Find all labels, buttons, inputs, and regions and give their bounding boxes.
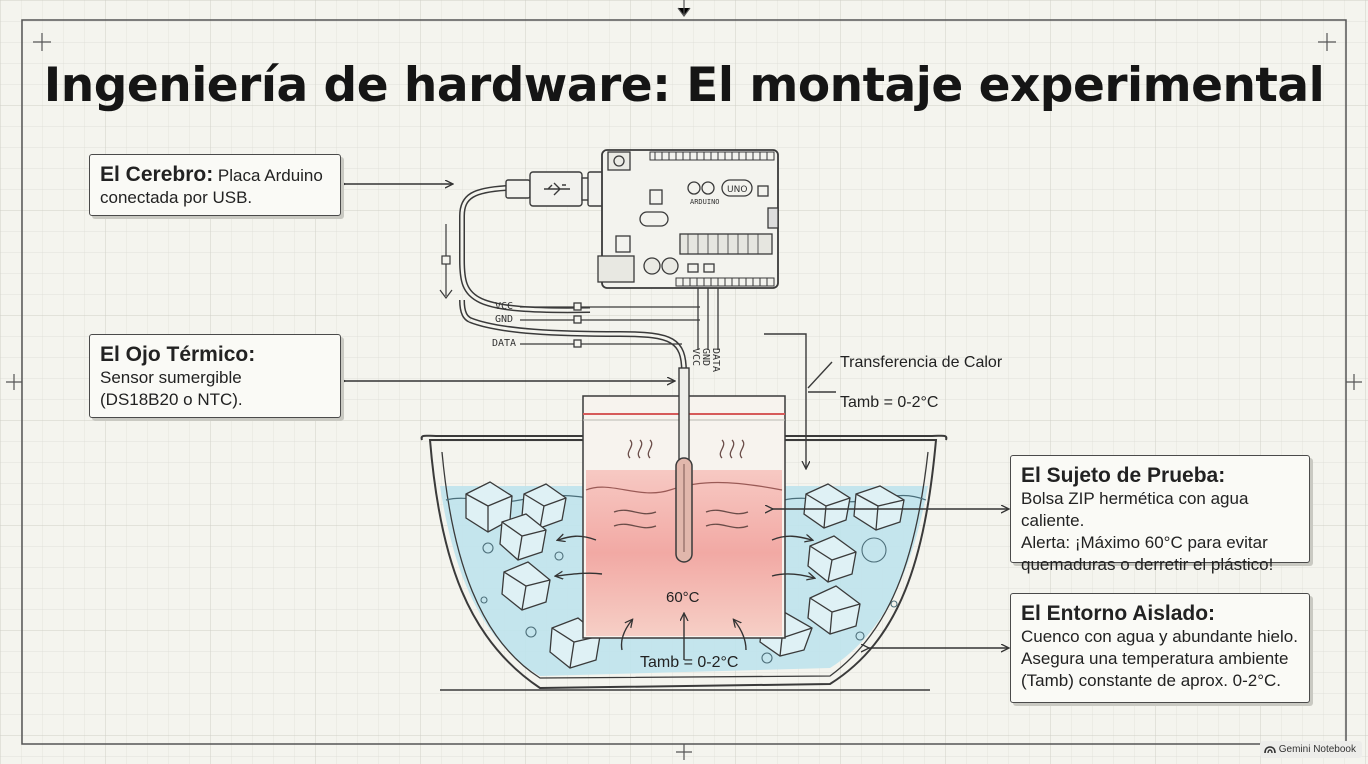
heat-transfer-label: Transferencia de Calor	[840, 354, 1003, 371]
arduino-board	[597, 149, 779, 289]
temperature-probe	[459, 185, 693, 563]
sensor-wires	[520, 288, 719, 350]
callout-brain: El Cerebro: Placa Arduino conectada por …	[89, 154, 341, 216]
callout-environment: El Entorno Aislado: Cuenco con agua y ab…	[1010, 593, 1310, 703]
callout-thermal-eye: El Ojo Térmico: Sensor sumergible (DS18B…	[89, 334, 341, 418]
callout-eye-head: El Ojo Térmico:	[100, 343, 256, 366]
callout-brain-head: El Cerebro:	[100, 163, 214, 186]
callout-subject-text-2: Alerta: ¡Máximo 60°C para evitar	[1021, 533, 1268, 552]
ice-cubes	[465, 481, 905, 669]
wire-label-gnd-rot: GND	[700, 348, 711, 366]
wire-label-gnd: GND	[495, 314, 514, 325]
callout-eye-text-1: Sensor sumergible	[100, 368, 242, 387]
wire-label-data-rot: DATA	[710, 348, 721, 372]
bag-temp-label: 60°C	[666, 589, 700, 606]
callout-env-text-2: Asegura una temperatura ambiente	[1021, 649, 1289, 668]
callout-arrows	[344, 184, 1008, 648]
callout-brain-text-2: conectada por USB.	[100, 188, 253, 207]
convection-arrows	[556, 536, 814, 660]
callout-brain-text-1: Placa Arduino	[213, 166, 323, 185]
watermark-text: Gemini Notebook	[1278, 744, 1356, 755]
callout-subject-text-3: quemaduras o derretir el plástico!	[1021, 555, 1274, 574]
board-brand: ARDUINO	[690, 198, 720, 206]
wire-label-vcc-rot: VCC	[690, 348, 701, 366]
callout-env-text-1: Cuenco con agua y abundante hielo.	[1021, 627, 1298, 646]
wire-label-vcc: VCC	[495, 301, 514, 312]
callout-env-text-3: (Tamb) constante de aprox. 0-2°C.	[1021, 671, 1282, 690]
gemini-logo-icon	[1263, 745, 1276, 753]
bowl-temp-label: Tamb = 0-2°C	[640, 654, 739, 671]
ambient-temp-label: Tamb = 0-2°C	[840, 394, 939, 411]
page-title: Ingeniería de hardware: El montaje exper…	[43, 58, 1325, 113]
watermark: Gemini Notebook	[1259, 741, 1362, 758]
callout-test-subject: El Sujeto de Prueba: Bolsa ZIP hermética…	[1010, 455, 1310, 574]
callout-env-head: El Entorno Aislado:	[1021, 602, 1216, 625]
callout-subject-head: El Sujeto de Prueba:	[1021, 464, 1226, 487]
callout-subject-text-1: Bolsa ZIP hermética con agua caliente.	[1021, 489, 1249, 530]
callout-eye-text-2: (DS18B20 o NTC).	[100, 390, 243, 409]
bubbles	[480, 537, 898, 664]
wire-label-data: DATA	[492, 338, 517, 349]
board-model: UNO	[727, 185, 747, 195]
